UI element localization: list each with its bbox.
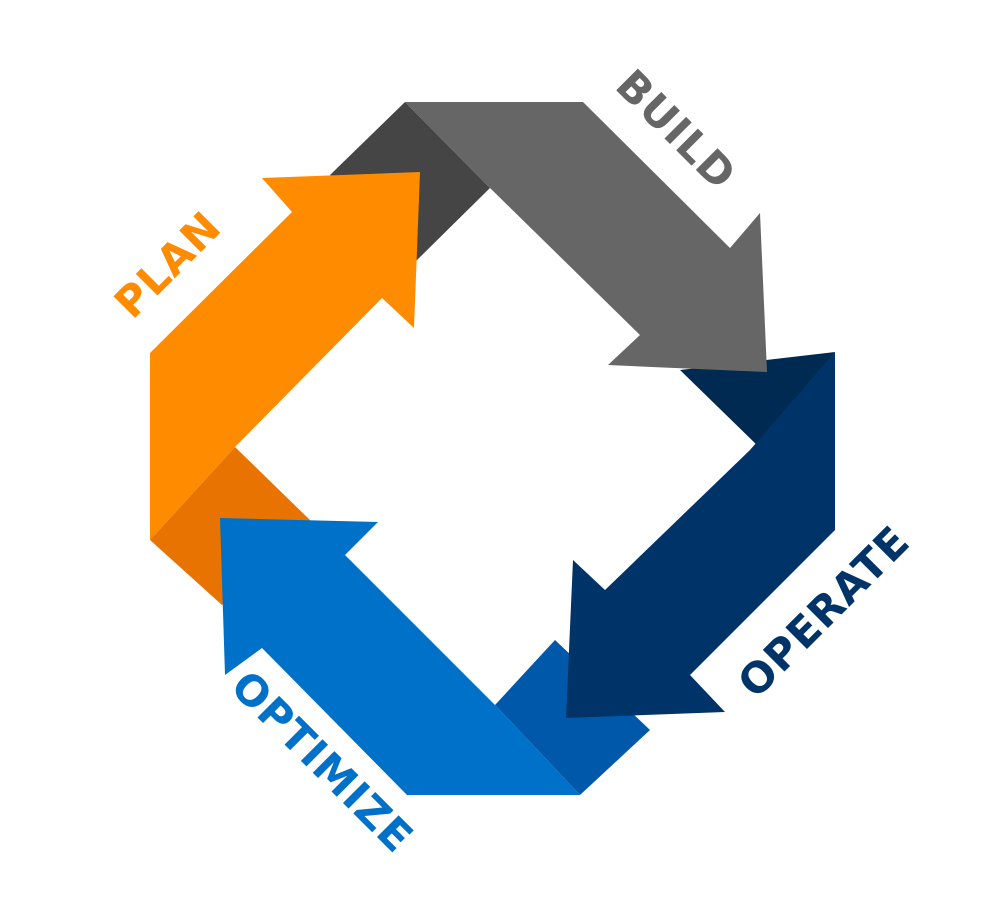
build-arrow: [405, 102, 767, 372]
operate-fold-shade: [680, 352, 835, 448]
plan-arrow: [150, 172, 420, 540]
operate-arrow: [566, 352, 835, 718]
optimize-arrow: [220, 518, 580, 795]
